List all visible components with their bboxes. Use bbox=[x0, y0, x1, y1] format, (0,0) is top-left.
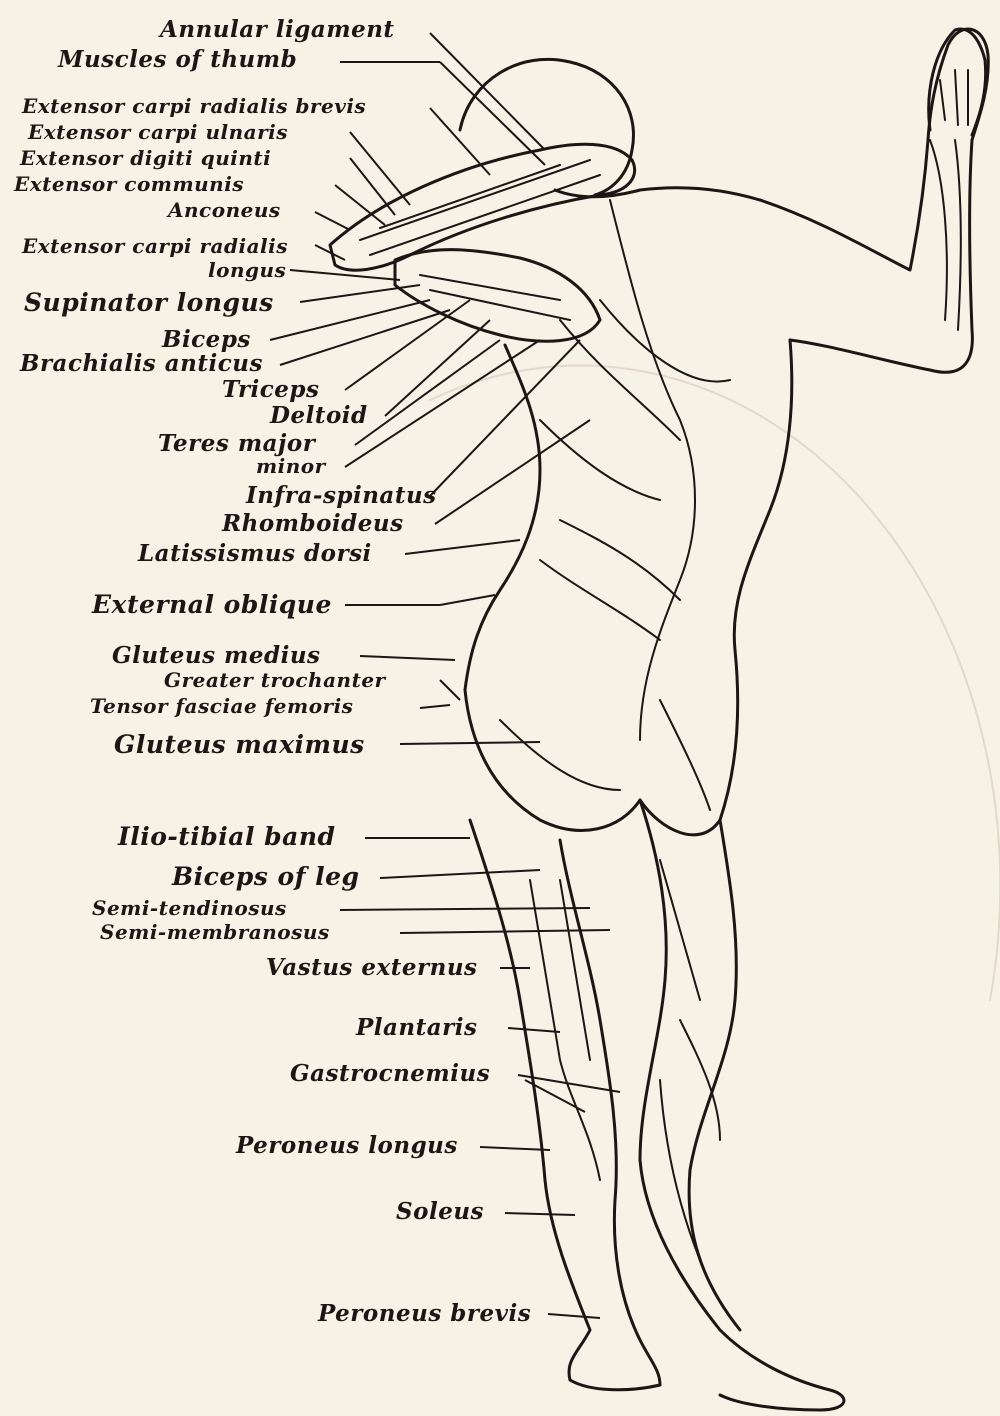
label-soleus: Soleus bbox=[396, 1200, 484, 1223]
label-brachialis-anticus: Brachialis anticus bbox=[20, 352, 263, 375]
background-construction-arc bbox=[430, 366, 1000, 1000]
label-vastus-externus: Vastus externus bbox=[266, 956, 478, 979]
label-gluteus-medius: Gluteus medius bbox=[112, 644, 321, 667]
right-leg-outline bbox=[640, 800, 844, 1410]
label-greater-trochanter: Greater trochanter bbox=[164, 670, 386, 690]
label-biceps: Biceps bbox=[162, 328, 251, 351]
label-infra-spinatus: Infra-spinatus bbox=[246, 484, 437, 507]
label-gastrocnemius: Gastrocnemius bbox=[290, 1062, 490, 1085]
label-external-oblique: External oblique bbox=[92, 592, 332, 617]
label-ilio-tibial-band: Ilio-tibial band bbox=[118, 824, 336, 849]
label-muscles-of-thumb: Muscles of thumb bbox=[58, 48, 297, 71]
label-tensor-fasciae-femoris: Tensor fasciae femoris bbox=[90, 696, 353, 716]
label-plantaris: Plantaris bbox=[356, 1016, 478, 1039]
label-extensor-communis: Extensor communis bbox=[14, 174, 244, 194]
label-gluteus-maximus: Gluteus maximus bbox=[114, 732, 365, 757]
label-extensor-carpi-radialis-longus-line2: longus bbox=[208, 260, 286, 280]
label-extensor-carpi-radialis-longus-line1: Extensor carpi radialis bbox=[22, 236, 288, 256]
right-arm-outline bbox=[760, 29, 988, 372]
label-anconeus: Anconeus bbox=[168, 200, 281, 220]
label-extensor-digiti-quinti: Extensor digiti quinti bbox=[20, 148, 271, 168]
label-extensor-carpi-ulnaris: Extensor carpi ulnaris bbox=[28, 122, 288, 142]
label-triceps: Triceps bbox=[222, 378, 319, 401]
torso-left-outline bbox=[465, 345, 540, 690]
torso-right-outline bbox=[720, 340, 792, 820]
gluteus-outline bbox=[465, 690, 720, 835]
label-semi-tendinosus: Semi-tendinosus bbox=[92, 898, 287, 918]
label-latissimus-dorsi: Latissismus dorsi bbox=[138, 542, 372, 565]
label-deltoid: Deltoid bbox=[270, 404, 368, 427]
label-supinator-longus: Supinator longus bbox=[24, 290, 274, 315]
spine-line bbox=[610, 200, 695, 740]
label-teres-major: Teres major bbox=[158, 432, 315, 455]
label-biceps-of-leg: Biceps of leg bbox=[172, 864, 360, 889]
label-semi-membranosus: Semi-membranosus bbox=[100, 922, 330, 942]
label-annular-ligament: Annular ligament bbox=[160, 18, 395, 41]
label-teres-minor: minor bbox=[256, 456, 326, 476]
label-rhomboideus: Rhomboideus bbox=[222, 512, 404, 535]
label-peroneus-longus: Peroneus longus bbox=[236, 1134, 458, 1157]
label-peroneus-brevis: Peroneus brevis bbox=[318, 1302, 531, 1325]
left-upper-arm-outline bbox=[395, 250, 600, 342]
label-extensor-carpi-radialis-brevis: Extensor carpi radialis brevis bbox=[22, 96, 366, 116]
